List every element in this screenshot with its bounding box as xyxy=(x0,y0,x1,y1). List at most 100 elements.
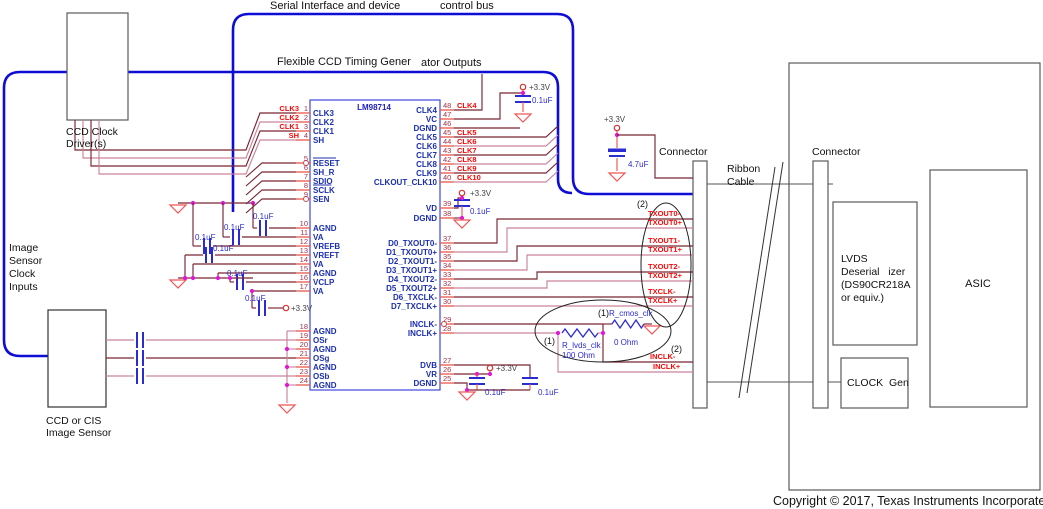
annotation: (1) xyxy=(544,336,555,346)
block-label: (DS90CR218A xyxy=(841,279,910,291)
pin-name: DGND xyxy=(413,124,437,133)
pin-name: SEN xyxy=(313,195,330,204)
pin-name: DGND xyxy=(413,379,437,388)
ribbon-slash xyxy=(738,166,776,399)
net-label: CLK10 xyxy=(457,173,481,182)
pin-name: VC xyxy=(426,115,437,124)
wire xyxy=(245,198,296,214)
clock-gen-box xyxy=(840,357,909,409)
pin-number: 34 xyxy=(443,261,451,270)
wire xyxy=(454,92,523,120)
wire xyxy=(454,254,693,271)
ic-body xyxy=(309,99,441,391)
pin-number: 44 xyxy=(443,137,451,146)
pin-number: 45 xyxy=(443,128,451,137)
power-label: +3.3V xyxy=(470,189,492,198)
resistor-name: R_cmos_clk xyxy=(609,309,654,318)
pin-name: CLK4 xyxy=(416,106,437,115)
pin-name: INCLK- xyxy=(410,320,437,329)
region-label: Flexible CCD Timing Gener xyxy=(277,56,411,68)
pin-number: 37 xyxy=(443,234,451,243)
junction-dot xyxy=(600,330,606,336)
pin-number: 27 xyxy=(443,356,451,365)
clk-annotation-ellipse xyxy=(534,299,672,363)
pin-number: 39 xyxy=(443,199,451,208)
pin-name: VR xyxy=(426,370,437,379)
cap-value: 0.1uF xyxy=(245,294,266,303)
resistor-value: 100 Ohm xyxy=(562,351,595,360)
pin-number: 15 xyxy=(300,264,308,273)
pin-number: 32 xyxy=(443,279,451,288)
pin-name: CLKOUT_CLK10 xyxy=(374,178,438,187)
pin-name: CLK7 xyxy=(416,151,437,160)
block-label: Connector xyxy=(812,146,861,158)
junction-dot xyxy=(459,215,465,221)
pin-name: AGND xyxy=(313,381,337,390)
pin-name: SCLK xyxy=(313,186,335,195)
lvds-deserializer-box xyxy=(832,201,918,346)
connector-right-box xyxy=(812,160,829,409)
pin-number: 18 xyxy=(300,322,308,331)
wire xyxy=(90,120,296,167)
block-label: Cable xyxy=(727,176,755,188)
block-label: Clock xyxy=(9,268,36,280)
wire xyxy=(245,189,296,205)
pin-number: 43 xyxy=(443,146,451,155)
wire xyxy=(454,134,559,147)
net-label: CLK9 xyxy=(457,164,477,173)
junction-dot xyxy=(459,195,465,201)
net-label: CLK7 xyxy=(457,146,477,155)
pin-name: VA xyxy=(313,287,324,296)
wire xyxy=(454,161,559,174)
tx-annotation-ellipse xyxy=(640,202,692,328)
power-label: +3.3V xyxy=(604,115,626,124)
wire xyxy=(454,280,693,289)
pin-number: 48 xyxy=(443,101,451,110)
junction-dot xyxy=(190,275,196,281)
annotation: (1) xyxy=(598,308,609,318)
capacitor xyxy=(608,148,626,152)
pin-number: 26 xyxy=(443,365,451,374)
pin-number: 2 xyxy=(304,113,308,122)
block-label: Driver(s) xyxy=(66,138,106,150)
active-low-bubble xyxy=(440,320,448,328)
block-label: Ribbon xyxy=(727,163,760,175)
junction-dot xyxy=(520,90,526,96)
cap-value: 0.1uF xyxy=(485,388,506,397)
ground-symbol xyxy=(168,204,188,214)
pin-number: 19 xyxy=(300,331,308,340)
block-label: Connector xyxy=(659,146,708,158)
power-node xyxy=(613,124,621,132)
pin-number: 17 xyxy=(300,282,308,291)
pin-name: D3_TXOUT1+ xyxy=(386,266,437,275)
pin-name: D7_TXCLK+ xyxy=(391,302,437,311)
pin-name: AGND xyxy=(313,224,337,233)
net-label: SH xyxy=(289,131,299,140)
junction-dot xyxy=(464,387,470,393)
pin-name: AGND xyxy=(313,345,337,354)
pin-number: 6 xyxy=(304,163,308,172)
pin-number: 36 xyxy=(443,243,451,252)
cap-value: 0.1uF xyxy=(532,96,553,105)
pin-name: INCLK+ xyxy=(408,329,437,338)
pin-number: 46 xyxy=(443,119,451,128)
net-label: TXOUT0- xyxy=(648,209,681,218)
net-label: CLK8 xyxy=(457,155,477,164)
block-label: CCD Clock xyxy=(66,126,119,138)
pin-number: 23 xyxy=(300,367,308,376)
pin-number: 11 xyxy=(300,228,308,237)
power-node xyxy=(458,189,466,197)
pin-name: OSr xyxy=(313,336,328,345)
ground-symbol xyxy=(457,391,477,401)
ground-symbol xyxy=(277,404,297,414)
pin-name: DGND xyxy=(413,214,437,223)
junction-dot xyxy=(182,275,188,281)
annotation: (2) xyxy=(671,344,682,354)
ribbon-slash xyxy=(746,161,784,394)
pin-number: 40 xyxy=(443,173,451,182)
pin-name: OSb xyxy=(313,372,330,381)
region-label: ator Outputs xyxy=(421,57,482,69)
block-label: Image Sensor xyxy=(46,427,112,439)
net-label: CLK6 xyxy=(457,137,477,146)
